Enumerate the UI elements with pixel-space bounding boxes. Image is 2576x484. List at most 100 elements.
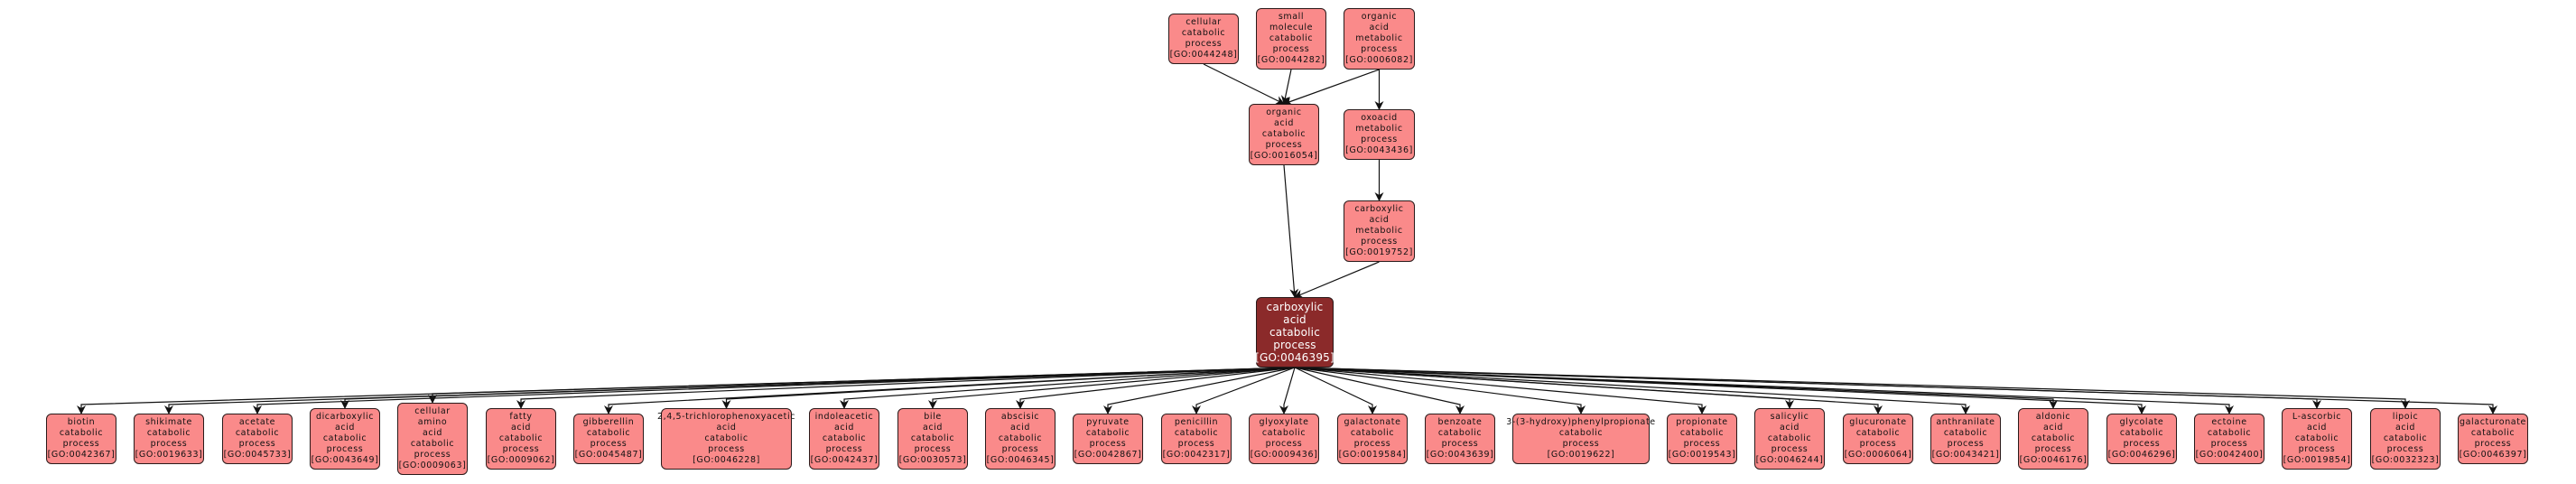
node-label-line: [GO:0032323] xyxy=(2371,455,2440,465)
node-label-line: catabolic xyxy=(2031,433,2076,443)
node-label-line: catabolic xyxy=(998,433,1043,443)
node-label-line: catabolic xyxy=(822,433,867,443)
edge-n0046395-to-n0043639 xyxy=(1294,367,1465,414)
node-label-line: 3-(3-hydroxy)phenylpropionate xyxy=(1506,417,1656,427)
node-label-line: catabolic xyxy=(1679,428,1725,438)
node-label-line: [GO:0019622] xyxy=(1547,450,1615,460)
edge-n0046395-to-n0006064 xyxy=(1294,367,1883,414)
node-label-line: process xyxy=(2386,444,2424,454)
node-label-line: process xyxy=(914,444,952,454)
node-label-line: [GO:0016054] xyxy=(1250,151,1318,161)
node-label-line: cellular xyxy=(1186,17,1222,27)
node-label-line: process xyxy=(1177,439,1215,449)
node-label-line: catabolic xyxy=(1269,326,1321,339)
edge-n0046395-to-n0043649 xyxy=(340,367,1296,409)
edge-n0046395-to-n0046296 xyxy=(1294,367,2146,414)
node-label-line: dicarboxylic xyxy=(315,412,375,422)
node-label-line: galacturonate xyxy=(2460,417,2527,427)
node-label-line: process xyxy=(62,439,100,449)
node-label-line: acid xyxy=(833,423,855,433)
node-label-line: acid xyxy=(1283,313,1307,326)
node-label-line: process xyxy=(2298,444,2336,454)
node-label-line: process xyxy=(825,444,863,454)
node-label-line: acid xyxy=(1009,423,1031,433)
node-label-line: process xyxy=(1441,439,1479,449)
node-label-line: glyoxylate xyxy=(1259,417,1309,427)
node-label-line: [GO:0042867] xyxy=(1074,450,1142,460)
node-label-line: process xyxy=(1771,444,1809,454)
node-label-line: oxoacid xyxy=(1361,113,1398,123)
node-label-line: process xyxy=(1185,39,1223,49)
node-label-line: [GO:0019854] xyxy=(2283,455,2351,465)
node-label-line: [GO:0046345] xyxy=(986,455,1055,465)
node-label-line: process xyxy=(1361,135,1398,144)
node-label-line: [GO:0046395] xyxy=(1255,351,1334,364)
node-label-line: [GO:0046397] xyxy=(2459,450,2527,460)
node-label-line: bile xyxy=(924,412,942,422)
edge-n0044282-to-n0016054 xyxy=(1280,69,1292,105)
node-label-line: galactonate xyxy=(1344,417,1401,427)
edge-n0046395-to-n0042317 xyxy=(1192,367,1296,414)
edge-n0046395-to-n0046244 xyxy=(1294,367,1794,409)
node-label-line: catabolic xyxy=(2207,428,2252,438)
node-label-line: process xyxy=(1001,444,1039,454)
node-label-line: catabolic xyxy=(1767,433,1812,443)
edge-n0046395-to-n0009062 xyxy=(516,367,1296,409)
node-label-line: catabolic xyxy=(322,433,367,443)
edge-n0046395-to-n0042400 xyxy=(1294,367,2234,414)
node-label-line: cellular xyxy=(414,406,451,416)
node-label-line: L-ascorbic xyxy=(2292,412,2342,422)
node-label-line: process xyxy=(2210,439,2248,449)
edge-n0016054-to-n0046395 xyxy=(1283,164,1299,298)
node-label-line: process xyxy=(1683,439,1721,449)
node-label-line: process xyxy=(1265,140,1303,150)
edge-n0046395-to-n0009436 xyxy=(1279,367,1296,414)
node-label-line: metabolic xyxy=(1355,33,1403,43)
node-label-line: acid xyxy=(422,428,443,438)
node-label-line: catabolic xyxy=(235,428,280,438)
node-label-line: process xyxy=(1562,439,1600,449)
node-label-line: process xyxy=(238,439,276,449)
node-label-line: gibberellin xyxy=(582,417,635,427)
node-label-line: catabolic xyxy=(704,433,749,443)
node-label-line: [GO:0019543] xyxy=(1668,450,1736,460)
node-label-line: [GO:0044282] xyxy=(1257,55,1325,65)
node-label-line: catabolic xyxy=(498,433,544,443)
node-label-line: [GO:0044248] xyxy=(1169,50,1238,60)
edge-n0006082-to-n0016054 xyxy=(1283,69,1380,106)
